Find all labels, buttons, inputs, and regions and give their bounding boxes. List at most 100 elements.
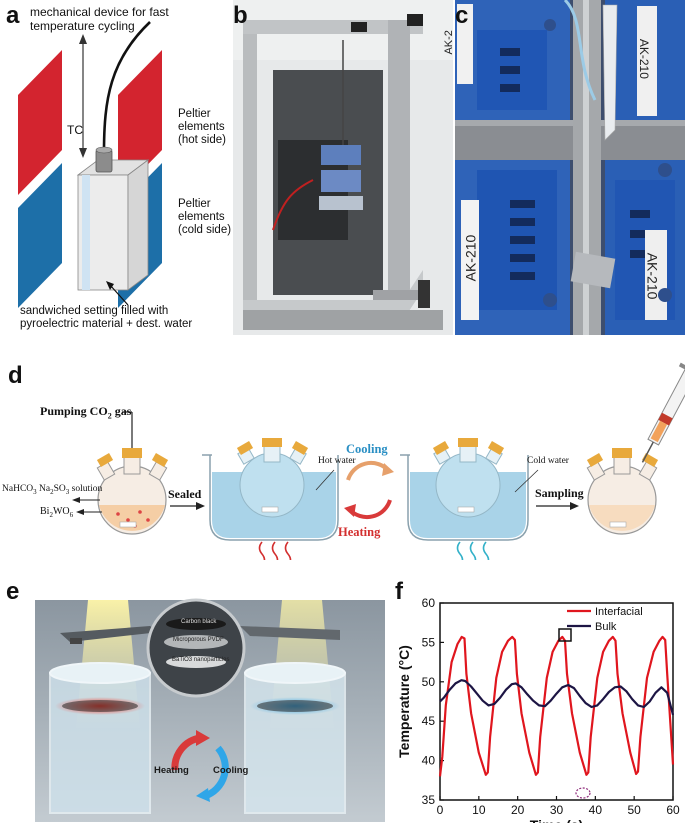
sandwich-caption-line2: pyroelectric material + dest. water: [20, 318, 193, 331]
panel-b: b: [233, 0, 453, 335]
x-tick-label: 20: [511, 803, 525, 817]
solution-tail: solution: [69, 484, 103, 494]
e-heating-label: Heating: [154, 765, 189, 776]
beaker-cold-water: [400, 438, 539, 541]
sandwich-caption-line1: sandwiched setting filled with: [20, 305, 169, 317]
legend-label-interfacial: Interfacial: [595, 606, 643, 618]
peltier-schematic: [18, 21, 162, 308]
solution-label: NaHCO3 Na2SO3 solution: [2, 484, 102, 496]
y-tick-label: 60: [422, 596, 436, 610]
solution-text: NaHCO: [2, 484, 34, 494]
heating-label: Heating: [338, 525, 381, 539]
beaker-hot-water: [202, 438, 339, 541]
e-cooling-label: Cooling: [213, 765, 249, 776]
x-tick-label: 10: [472, 803, 486, 817]
sandwich-caption: sandwiched setting filled with pyroelect…: [20, 305, 192, 331]
layer-batio3-label: BaTiO3 nanoparticles: [172, 657, 230, 663]
panel-c-label: c: [455, 2, 469, 29]
tag-ak-2: AK-210: [462, 234, 479, 282]
heating-cooling-cycle: [344, 460, 394, 520]
solution-mid2: SO: [53, 484, 66, 494]
x-tick-label: 0: [437, 803, 444, 817]
panel-a-label: a: [6, 2, 20, 29]
panel-d: d: [0, 360, 685, 560]
cold-water-label: Cold water: [527, 456, 569, 466]
hot-side-line3: (hot side): [178, 134, 226, 147]
series-line-bulk: [439, 679, 675, 716]
flask-sampling: [586, 448, 659, 535]
y-tick-label: 35: [422, 793, 436, 807]
legend-label-bulk: Bulk: [595, 621, 617, 633]
highlight-box: [558, 628, 572, 642]
panel-e-label: e: [6, 578, 20, 605]
reaction-workflow-diagram: [72, 362, 685, 560]
chart-series: [438, 635, 675, 777]
hot-water-label: Hot water: [318, 456, 356, 466]
hot-side-line2: elements: [178, 121, 225, 134]
heat-waves: [258, 541, 292, 560]
peltier-cold-left: [18, 163, 62, 308]
device-caption-line2: temperature cycling: [30, 18, 135, 33]
panel-b-label: b: [233, 2, 248, 29]
dotted-marker: [575, 787, 591, 799]
panel-c: AK-2 AK-210 AK-210 AK-210 c: [443, 0, 685, 335]
catalyst-sub2: 6: [69, 511, 74, 519]
x-tick-label: 50: [627, 803, 641, 817]
cool-waves: [456, 541, 490, 560]
pumping-tail: gas: [111, 404, 132, 418]
pumping-text: Pumping CO: [40, 404, 108, 418]
photo-frame-device: [233, 0, 453, 335]
hot-side-label: Peltier elements (hot side): [178, 108, 226, 148]
device-caption: mechanical device for fast temperature c…: [30, 5, 169, 34]
layer-pvdf-label: Microporous PVDF: [173, 637, 224, 643]
x-tick-label: 60: [666, 803, 680, 817]
photothermal-setup-illustration: [35, 598, 385, 822]
beaker-heated: [49, 662, 151, 814]
chart-axes: 0 10 20 30 40 50 60 35 40 45 50 55 60Time (s) Tempera…: [396, 596, 680, 823]
tag-ak-1: AK-2: [442, 30, 455, 55]
tag-ak-3: AK-210: [636, 38, 651, 79]
syringe: [641, 362, 685, 463]
catalyst-text: Bi: [40, 506, 50, 517]
photo-peltier-closeup: [455, 0, 685, 335]
solution-sub1: 3: [33, 487, 37, 496]
solution-mid: Na: [36, 484, 51, 494]
solution-sub3: 3: [65, 487, 70, 496]
x-axis-label: Time (s): [530, 817, 583, 823]
sampling-label: Sampling: [535, 486, 584, 500]
panel-f-label: f: [395, 578, 403, 605]
peltier-hot-left: [18, 50, 62, 195]
x-tick-label: 30: [550, 803, 564, 817]
hot-side-line1: Peltier: [178, 108, 211, 120]
flask-initial: [72, 411, 169, 535]
y-tick-label: 40: [422, 754, 436, 768]
pumping-label: Pumping CO2 gas: [40, 404, 132, 421]
x-tick-label: 40: [589, 803, 603, 817]
tag-ak-4: AK-210: [644, 252, 661, 300]
catalyst-label: Bi2WO6: [40, 506, 73, 519]
beaker-cooled: [244, 662, 346, 814]
layer-carbon-label: Carbon black: [181, 619, 217, 625]
series-line-interfacial: [438, 635, 675, 777]
cold-side-line3: (cold side): [178, 224, 232, 237]
peltier-hot-right: [118, 50, 162, 195]
cold-side-line1: Peltier: [178, 198, 211, 210]
device-caption-line1: mechanical device for fast: [30, 5, 169, 19]
tc-label: TC: [67, 123, 83, 137]
catalyst-mid: WO: [52, 506, 70, 517]
panel-f: f 0 10 20 30 40 50 60 35 40 45 50 55 60Time (s) Tempe…: [395, 578, 685, 823]
temperature-chart: 0 10 20 30 40 50 60 35 40 45 50 55 60Time (s) Tempera…: [396, 596, 680, 823]
y-tick-label: 50: [422, 675, 436, 689]
cold-side-label: Peltier elements (cold side): [178, 198, 231, 238]
pumping-sub: 2: [107, 411, 112, 421]
solution-sub2: 2: [50, 487, 54, 496]
panel-e: e: [0, 578, 392, 823]
y-tick-label: 45: [422, 714, 436, 728]
panel-d-label: d: [8, 362, 23, 389]
cooling-label: Cooling: [346, 442, 388, 456]
y-tick-label: 55: [422, 635, 436, 649]
cold-side-line2: elements: [178, 211, 225, 224]
y-axis-label: Temperature (°C): [396, 645, 412, 758]
panel-a: a mechanical device for fast temperature…: [0, 0, 232, 335]
